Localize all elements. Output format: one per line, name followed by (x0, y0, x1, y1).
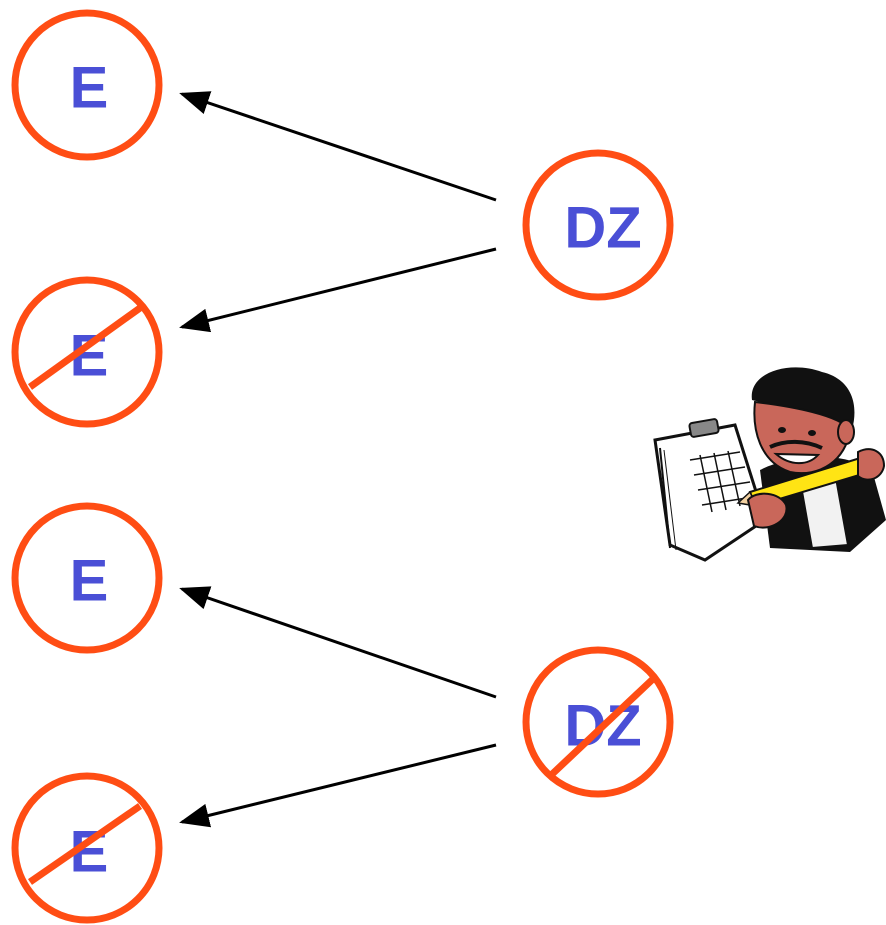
strike-through-line (28, 803, 142, 885)
node-e1: E (11, 9, 163, 161)
node-label: DZ (564, 196, 641, 261)
node-circle (522, 149, 674, 301)
node-dz1: DZ (522, 149, 674, 301)
arrow-dz2-to-e3 (179, 586, 497, 699)
node-circle (11, 9, 163, 161)
node-e4: E (11, 772, 163, 924)
node-label: E (70, 56, 109, 121)
arrow-dz1-to-e2 (179, 247, 497, 333)
node-circle (11, 276, 163, 428)
node-e2: E (11, 276, 163, 428)
node-dz2: DZ (522, 646, 674, 798)
node-circle (11, 502, 163, 654)
node-label: E (70, 549, 109, 614)
arrow-dz1-to-e1 (179, 91, 497, 202)
edges (179, 91, 497, 828)
node-circle (11, 772, 163, 924)
node-circle (522, 646, 674, 798)
strike-through-line (545, 675, 657, 781)
arrow-dz2-to-e4 (179, 743, 497, 828)
person-with-clipboard-icon (653, 367, 886, 562)
node-e3: E (11, 502, 163, 654)
strike-through-line (27, 305, 143, 390)
